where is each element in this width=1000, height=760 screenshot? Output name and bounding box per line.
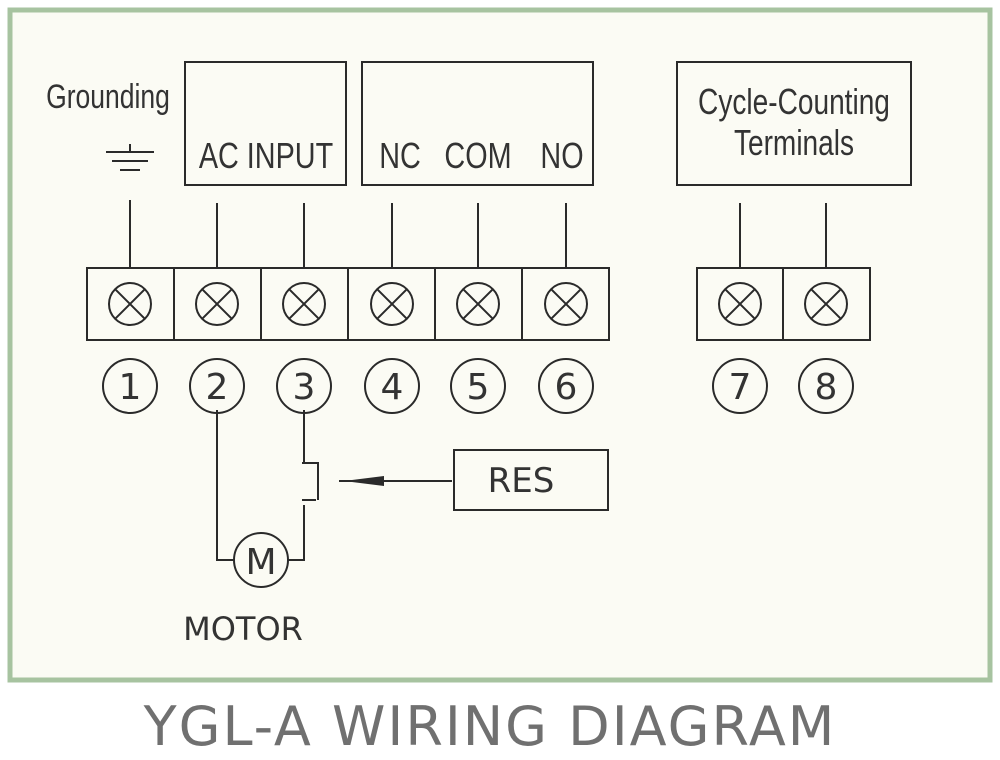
ground-icon (106, 144, 154, 268)
motor-icon (233, 532, 289, 588)
ac-input-box (184, 61, 347, 186)
motor-label: MOTOR (183, 610, 303, 648)
terminal-numbers: 1 2 3 4 5 6 7 8 (102, 358, 854, 414)
terminal-strip-counter (696, 267, 871, 341)
terminal-screws (108, 282, 848, 326)
arrow-icon (344, 476, 384, 486)
ac-input-label: AC INPUT (199, 135, 333, 176)
terminal-number-4: 4 (364, 358, 420, 414)
terminal-screw-icon (108, 282, 152, 326)
terminal-number-label: 2 (206, 367, 229, 408)
terminal-strip-main (86, 267, 610, 341)
reset-label: RES (488, 461, 555, 501)
terminal-screw-icon (282, 282, 326, 326)
terminal-number-label: 3 (293, 367, 316, 408)
terminal-screw-icon (804, 282, 848, 326)
terminal-number-label: 4 (381, 367, 404, 408)
terminal-number-5: 5 (450, 358, 506, 414)
terminal-number-label: 7 (729, 367, 752, 408)
terminal-number-label: 8 (815, 367, 838, 408)
reset-box (453, 449, 609, 511)
terminal-screw-icon (456, 282, 500, 326)
reset-switch-icon (302, 462, 316, 501)
terminal-screw-icon (370, 282, 414, 326)
diagram-frame (7, 7, 993, 683)
terminal-number-label: 6 (555, 367, 578, 408)
terminal-number-8: 8 (798, 358, 854, 414)
cycle-counting-label-line2: Terminals (734, 123, 854, 163)
grounding-label: Grounding (46, 78, 170, 116)
no-label: NO (540, 135, 583, 176)
terminal-number-1: 1 (102, 358, 158, 414)
cycle-counting-box (676, 61, 912, 186)
terminal-wires (216, 203, 827, 268)
terminal-screw-icon (718, 282, 762, 326)
terminal-number-7: 7 (712, 358, 768, 414)
terminal-screw-icon (544, 282, 588, 326)
relay-output-box (361, 61, 594, 186)
terminal-number-label: 5 (467, 367, 490, 408)
terminal-number-label: 1 (119, 367, 142, 408)
cycle-counting-label-line1: Cycle-Counting (698, 82, 890, 122)
nc-label: NC (379, 135, 421, 176)
terminal-screw-icon (195, 282, 239, 326)
terminal-number-6: 6 (538, 358, 594, 414)
diagram-title: YGL-A WIRING DIAGRAM (143, 695, 837, 758)
com-label: COM (444, 135, 511, 176)
motor-symbol: M (245, 542, 276, 583)
